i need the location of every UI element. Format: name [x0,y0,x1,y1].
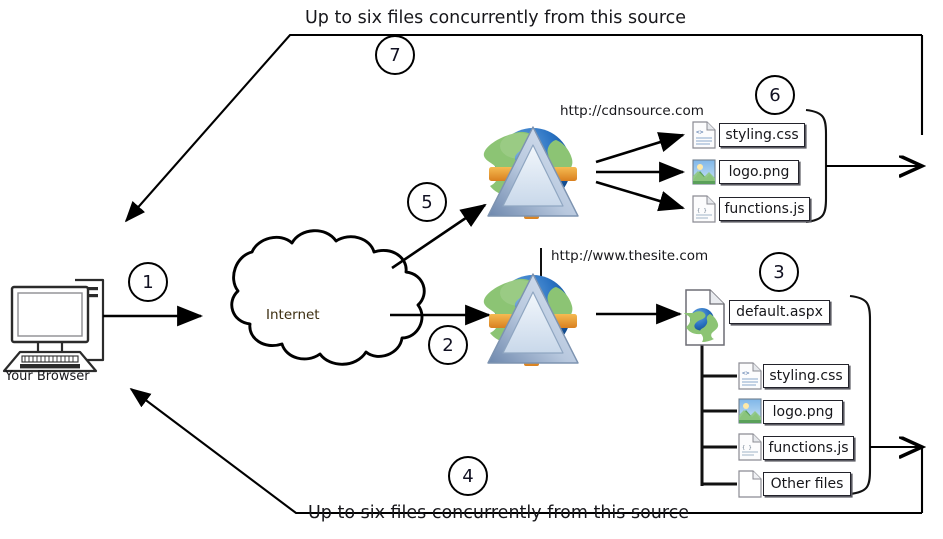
banner-top-text: Up to six files concurrently from this s… [305,8,687,28]
css-file-icon-cdn: <> [692,121,716,149]
step-marker-4[interactable]: 4 [448,456,488,496]
step-marker-1[interactable]: 1 [128,262,168,302]
file-label-origin-other-files[interactable]: Other files [763,472,851,496]
arrow-step-5 [391,203,487,270]
file-label-default-aspx[interactable]: default.aspx [729,300,830,324]
image-file-icon-cdn [692,159,716,185]
file-label-origin-functions-js[interactable]: functions.js [763,436,854,460]
browser-label: Your Browser [5,369,90,384]
file-label-cdn-logo-png[interactable]: logo.png [719,160,799,184]
svg-text:{ }: { } [697,208,707,214]
web-server-globe-icon-cdn [483,126,579,219]
file-label-origin-styling-css[interactable]: styling.css [763,364,849,388]
computer-monitor-icon [2,278,105,373]
web-server-globe-icon-origin [483,248,579,366]
svg-text:<>: <> [696,129,704,136]
step-marker-2[interactable]: 2 [428,325,468,365]
file-label-cdn-functions-js[interactable]: functions.js [719,197,810,221]
cdn-fanout-arrows [595,132,686,212]
js-file-icon-cdn: { } [692,195,716,223]
cloud-shape [230,229,426,366]
step-marker-3[interactable]: 3 [759,252,799,292]
url-label-cdn: http://cdnsource.com [560,103,704,119]
step-marker-7[interactable]: 7 [375,35,415,75]
svg-text:{ }: { } [742,445,752,451]
origin-group-brace [849,294,922,496]
cdn-group-brace [805,108,922,224]
origin-file-tree-connector [700,345,737,486]
cloud-label: Internet [266,307,320,323]
web-page-file-icon [684,289,725,346]
svg-text:<>: <> [742,370,750,377]
js-file-icon-origin: { } [738,433,762,461]
arrow-step-7 [124,33,924,223]
url-label-origin: http://www.thesite.com [551,248,709,264]
step-marker-5[interactable]: 5 [407,182,447,222]
banner-bottom-text: Up to six files concurrently from this s… [308,503,690,523]
blank-file-icon-origin [738,470,762,498]
css-file-icon-origin: <> [738,362,762,390]
file-label-cdn-styling-css[interactable]: styling.css [719,123,805,147]
file-label-origin-logo-png[interactable]: logo.png [763,400,843,424]
image-file-icon-origin [738,398,762,424]
step-marker-6[interactable]: 6 [755,75,795,115]
